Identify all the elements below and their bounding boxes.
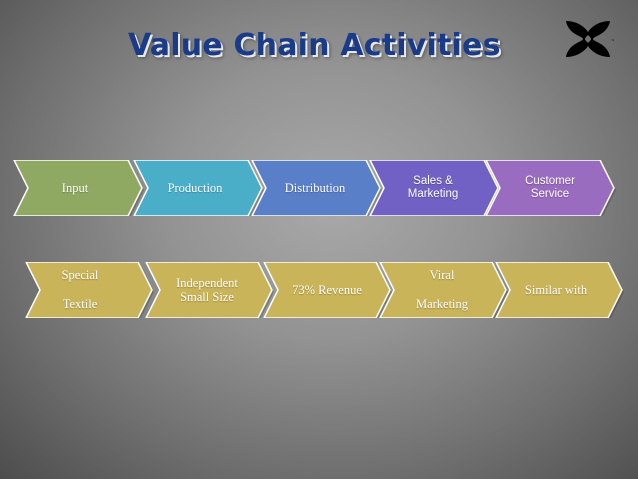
chevron-label-special-textile: Special Textile — [61, 268, 99, 312]
chevron-shape — [145, 262, 273, 318]
chevron-label-customer-service: Customer Service — [525, 174, 575, 200]
chevron-shape — [495, 262, 623, 318]
chevron-shape — [263, 262, 391, 318]
under-armour-logo-icon: ™ — [566, 21, 614, 57]
chevron-shape — [369, 160, 499, 216]
details-row: Special Textile Independent Small Size 7… — [0, 262, 638, 318]
chevron-shape — [13, 160, 143, 216]
svg-text:™: ™ — [611, 38, 614, 43]
chevron-label-distribution: Distribution — [284, 180, 346, 195]
chevron-label-revenue: 73% Revenue — [292, 282, 362, 297]
chevron-label-similar-with: Similar with — [524, 282, 588, 297]
page-title: Value Chain Activities — [128, 28, 501, 63]
chevron-shape — [251, 160, 381, 216]
chevron-label-production: Production — [167, 180, 223, 195]
chevron-shape — [25, 262, 153, 318]
value-chain-row: Input Production Distribution Sales & Ma… — [0, 160, 638, 216]
chevron-label-independent-small-size: Independent Small Size — [176, 275, 238, 304]
chevron-shape — [485, 160, 615, 216]
chevron-shape — [133, 160, 263, 216]
chevron-label-sales-marketing: Sales & Marketing — [407, 174, 459, 200]
chevron-label-input: Input — [61, 180, 89, 195]
chevron-shape — [379, 262, 507, 318]
chevron-label-viral-marketing: Viral Marketing — [415, 268, 469, 312]
